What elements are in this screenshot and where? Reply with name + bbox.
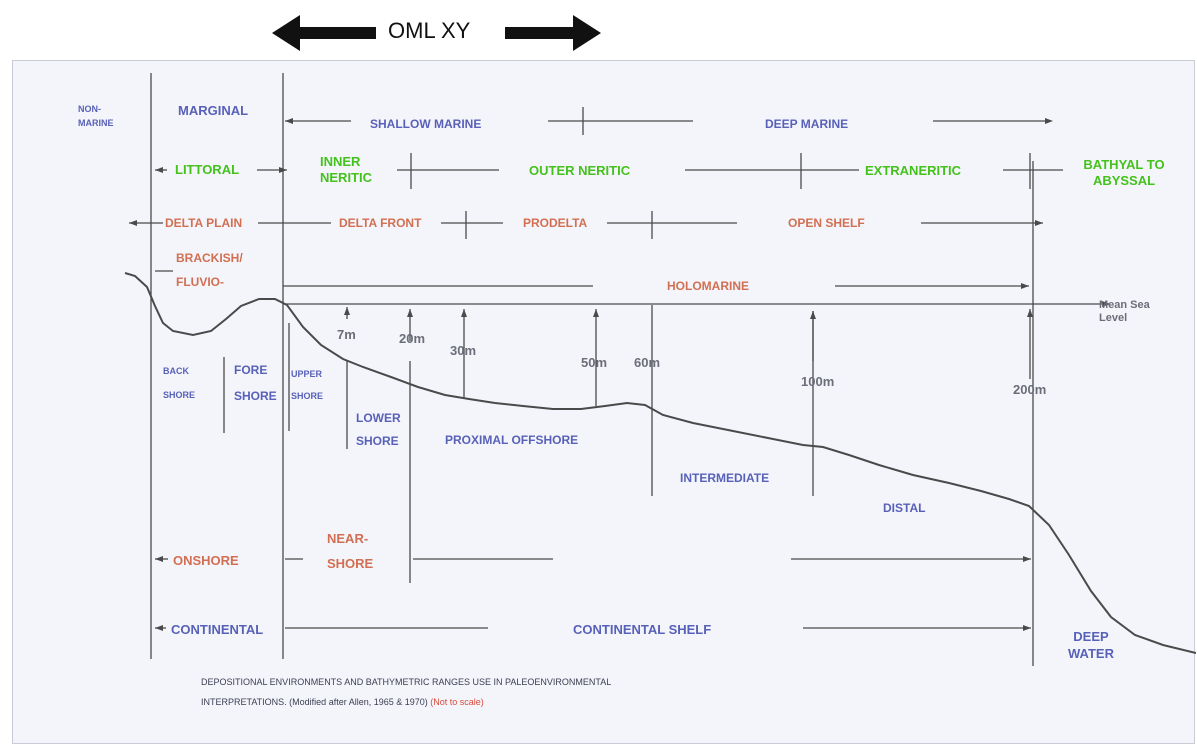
label-upper-shore: UPPER SHORE xyxy=(291,369,324,401)
label-proximal-offshore: PROXIMAL OFFSHORE xyxy=(445,433,579,447)
arrowhead xyxy=(285,118,293,124)
seafloor-profile xyxy=(124,272,1196,654)
depth-label: 200m xyxy=(1013,382,1047,397)
arrowhead xyxy=(1027,309,1033,317)
label-outer-neritic: OUTER NERITIC xyxy=(529,163,631,178)
label-onshore: ONSHORE xyxy=(173,553,239,568)
label-prodelta: PRODELTA xyxy=(523,216,588,230)
label-continental: CONTINENTAL xyxy=(171,622,264,637)
label-brackish-fluvio: BRACKISH/ FLUVIO- xyxy=(176,251,243,289)
label-holomarine: HOLOMARINE xyxy=(667,279,749,293)
label-bathyal-to-abyssal: BATHYAL TO ABYSSAL xyxy=(1083,157,1165,188)
arrowhead xyxy=(593,309,599,317)
diagram-panel: NON-MARINE MARGINAL SHALLOW MARINE DEEP … xyxy=(12,60,1196,744)
arrowhead xyxy=(155,167,163,173)
arrowhead xyxy=(155,625,163,631)
arrowhead xyxy=(1023,556,1031,562)
label-near-shore: NEAR- SHORE xyxy=(327,531,374,571)
arrowhead xyxy=(461,309,467,317)
label-fore-shore: FORE SHORE xyxy=(234,363,277,404)
label-non-marine: NON-MARINE xyxy=(78,104,114,128)
arrowhead xyxy=(155,556,163,562)
depth-label: 50m xyxy=(581,355,608,370)
caption-line-2: INTERPRETATIONS. (Modified after Allen, … xyxy=(201,697,484,707)
label-marginal: MARGINAL xyxy=(178,103,249,118)
label-delta-plain: DELTA PLAIN xyxy=(165,216,243,230)
diagram-title: OML XY xyxy=(388,18,471,43)
depth-label: 7m xyxy=(337,327,356,342)
label-inner-neritic: INNER NERITIC xyxy=(320,154,372,185)
right-arrow-icon xyxy=(505,15,601,51)
label-shallow-marine: SHALLOW MARINE xyxy=(370,117,482,131)
depth-label: 30m xyxy=(450,343,477,358)
arrowhead xyxy=(407,309,413,317)
label-lower-shore: LOWER SHORE xyxy=(356,411,401,448)
header: OML XY xyxy=(0,0,1197,60)
left-arrow-icon xyxy=(272,15,376,51)
arrowhead xyxy=(1102,301,1110,307)
label-open-shelf: OPEN SHELF xyxy=(788,216,865,230)
label-deep-marine: DEEP MARINE xyxy=(765,117,849,131)
arrowhead xyxy=(810,311,816,319)
caption-line-1: DEPOSITIONAL ENVIRONMENTS AND BATHYMETRI… xyxy=(201,677,612,687)
depth-label: 60m xyxy=(634,355,661,370)
caption-text: INTERPRETATIONS. (Modified after Allen, … xyxy=(201,697,428,707)
arrowhead xyxy=(279,167,287,173)
label-littoral: LITTORAL xyxy=(175,162,240,177)
arrowhead xyxy=(1035,220,1043,226)
depth-label: 100m xyxy=(801,374,835,389)
label-intermediate: INTERMEDIATE xyxy=(680,471,770,485)
label-extraneritic: EXTRANERITIC xyxy=(865,163,962,178)
caption-note: (Not to scale) xyxy=(430,697,484,707)
depth-label: 20m xyxy=(399,331,426,346)
label-distal: DISTAL xyxy=(883,501,926,515)
label-mean-sea-level: Mean Sea Level xyxy=(1099,299,1150,325)
arrowhead xyxy=(344,307,350,315)
diagram-lines xyxy=(124,73,1196,666)
arrowhead xyxy=(1045,118,1053,124)
label-continental-shelf: CONTINENTAL SHELF xyxy=(573,622,712,637)
label-deep-water: DEEP WATER xyxy=(1068,629,1114,661)
arrowhead xyxy=(1023,625,1031,631)
label-delta-front: DELTA FRONT xyxy=(339,216,422,230)
arrowhead xyxy=(1021,283,1029,289)
arrowhead xyxy=(129,220,137,226)
label-back-shore: BACK SHORE xyxy=(163,366,196,401)
